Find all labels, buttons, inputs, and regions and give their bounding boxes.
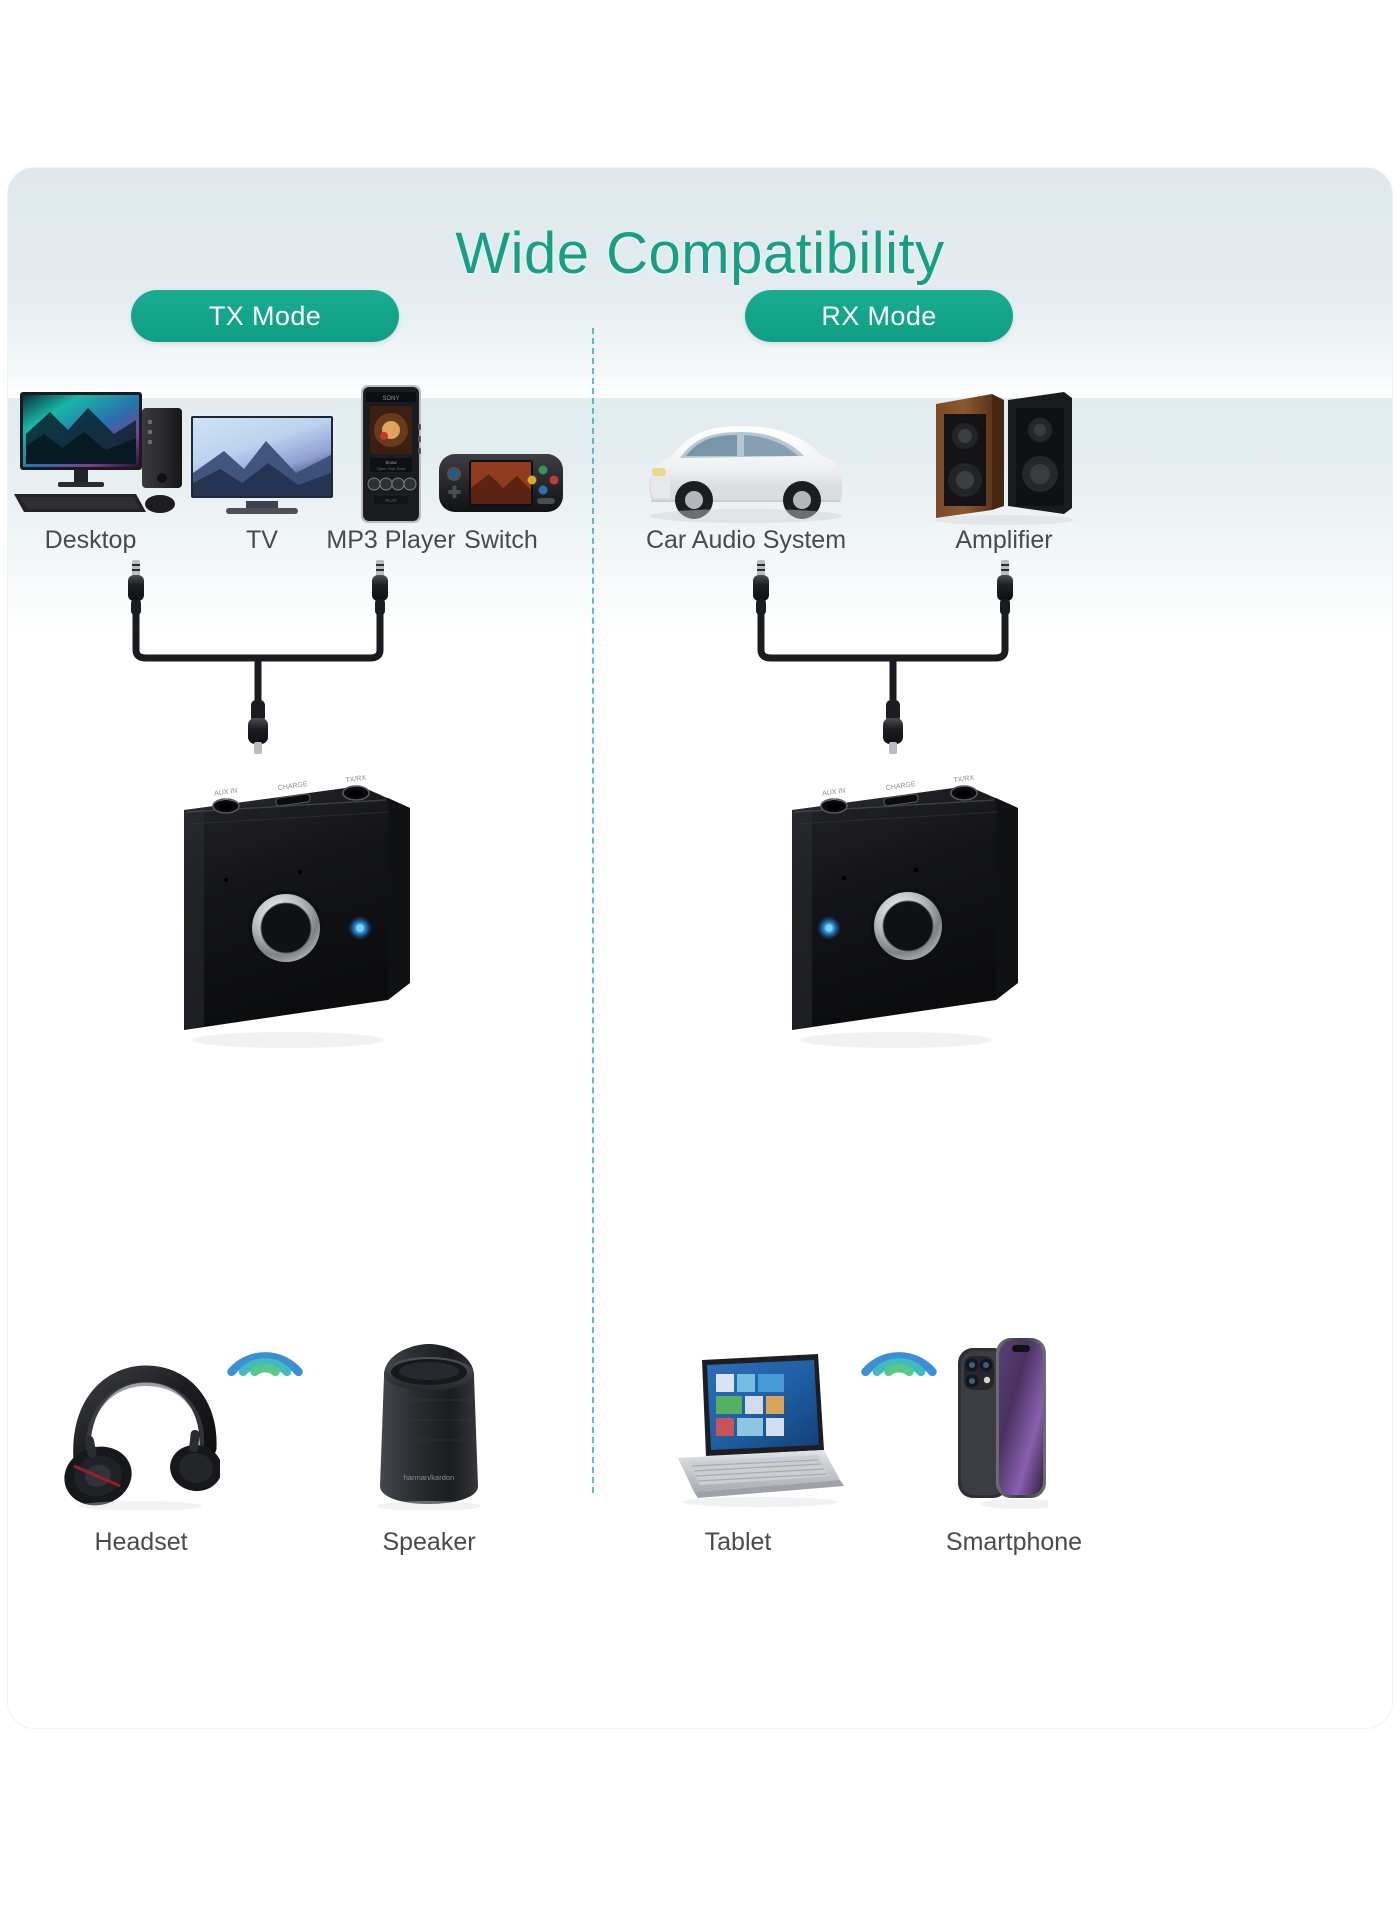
content-panel: Wide Compatibility TX Mode RX Mode <box>8 168 1392 1728</box>
bluetooth-signal-waves-tx <box>227 1352 303 1377</box>
smartphone-icon <box>958 1338 1048 1509</box>
svg-text:TX/RX: TX/RX <box>953 775 975 785</box>
label-tablet: Tablet <box>704 1528 772 1556</box>
label-car-audio-system: Car Audio System <box>645 526 847 554</box>
label-amplifier: Amplifier <box>955 526 1053 554</box>
label-smartphone: Smartphone <box>945 1528 1083 1556</box>
page-title: Wide Compatibility <box>455 221 945 286</box>
svg-text:CHARGE: CHARGE <box>277 781 308 792</box>
label-tv: TV <box>246 526 278 554</box>
svg-text:AUX IN: AUX IN <box>822 787 846 797</box>
tab-rx-mode-label: RX Mode <box>821 300 937 331</box>
headset-icon <box>64 1365 220 1510</box>
svg-text:harman/kardon: harman/kardon <box>404 1473 454 1482</box>
smart-speaker-icon: harman/kardon <box>377 1344 481 1510</box>
tab-rx-mode[interactable]: RX Mode <box>745 290 1013 342</box>
television-icon <box>188 413 336 514</box>
aux-splitter-cable-tx <box>128 560 388 754</box>
game-console-switch-icon <box>439 454 563 512</box>
label-mp3-player: MP3 Player <box>326 526 456 554</box>
bluetooth-receiver-unit: AUX IN CHARGE TX/RX <box>792 775 1018 1048</box>
svg-text:PLAY: PLAY <box>385 498 396 503</box>
svg-text:SONY: SONY <box>382 396 399 402</box>
aux-splitter-cable-rx <box>753 560 1013 754</box>
tab-tx-mode-label: TX Mode <box>208 300 322 331</box>
bluetooth-transmitter-unit: AUX IN CHARGE TX/RX <box>184 775 410 1048</box>
amplifier-speakers-icon <box>934 392 1074 525</box>
svg-text:Snow: Snow <box>385 460 397 465</box>
svg-text:TX/RX: TX/RX <box>345 775 367 785</box>
svg-text:CHARGE: CHARGE <box>885 781 916 792</box>
tab-tx-mode[interactable]: TX Mode <box>131 290 399 342</box>
label-headset: Headset <box>94 1528 188 1556</box>
mp3-player-icon: SONY Snow Open Your Door PLAY <box>361 385 421 523</box>
bluetooth-signal-waves-rx <box>861 1352 937 1377</box>
label-switch: Switch <box>464 526 538 554</box>
svg-text:AUX IN: AUX IN <box>214 787 238 797</box>
label-desktop: Desktop <box>44 526 137 554</box>
panel-header-gradient <box>8 168 1392 398</box>
svg-text:Open Your Door: Open Your Door <box>377 466 406 471</box>
car-audio-system-icon <box>648 426 843 523</box>
tablet-laptop-icon <box>678 1354 844 1507</box>
mode-divider <box>592 328 594 1493</box>
desktop-computer-icon <box>14 392 182 513</box>
label-speaker: Speaker <box>382 1528 476 1556</box>
